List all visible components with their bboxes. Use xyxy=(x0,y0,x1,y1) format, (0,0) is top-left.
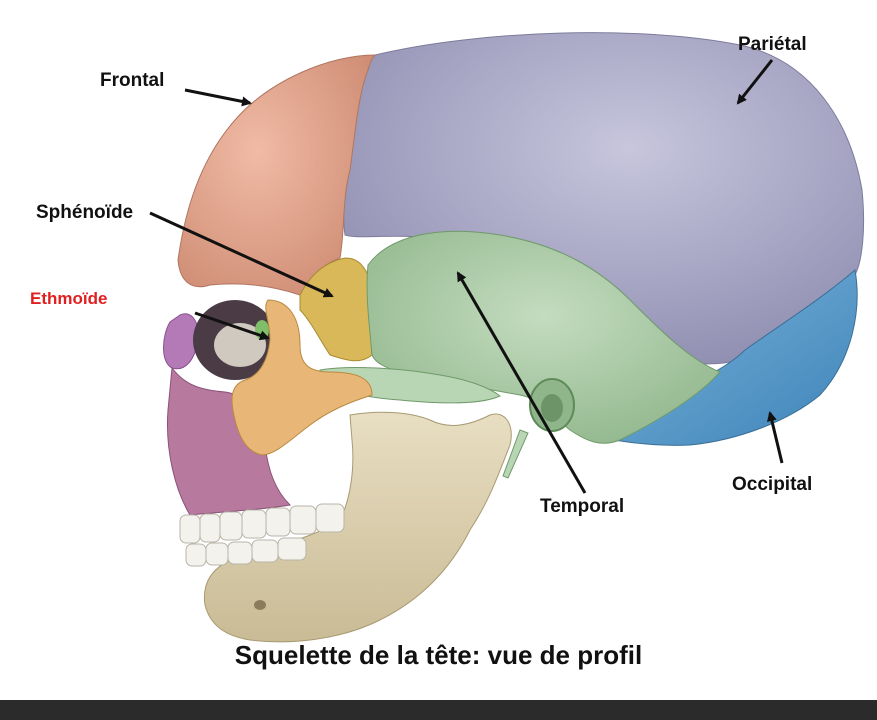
label-ethmoide: Ethmoïde xyxy=(30,289,108,308)
ethmoid-bone xyxy=(163,313,199,370)
arrow-sphenoide xyxy=(149,211,334,298)
arrow-occipital xyxy=(767,411,784,464)
mental-foramen xyxy=(254,600,266,610)
arrow-ethmoide xyxy=(194,311,270,341)
zygomatic-bone xyxy=(231,299,373,456)
ear-canal-inner xyxy=(541,394,563,422)
label-frontal: Frontal xyxy=(100,70,165,91)
styloid-process xyxy=(502,429,529,479)
arrow-parietal xyxy=(736,59,774,105)
figure-caption: Squelette de la tête: vue de profil xyxy=(234,640,643,670)
label-sphenoide: Sphénoïde xyxy=(36,202,134,223)
skull-illustration xyxy=(149,32,865,643)
label-occipital: Occipital xyxy=(732,474,813,495)
arrow-temporal xyxy=(456,271,587,494)
skull-diagram: Frontal Pariétal Sphénoïde Ethmoïde Temp… xyxy=(30,32,865,670)
arrow-frontal xyxy=(184,88,252,107)
frontal-bone xyxy=(177,54,377,296)
bottom-bar xyxy=(0,700,877,720)
label-parietal: Pariétal xyxy=(738,34,807,55)
maxilla-bone xyxy=(166,366,292,516)
label-temporal: Temporal xyxy=(540,496,625,517)
teeth xyxy=(179,503,345,567)
